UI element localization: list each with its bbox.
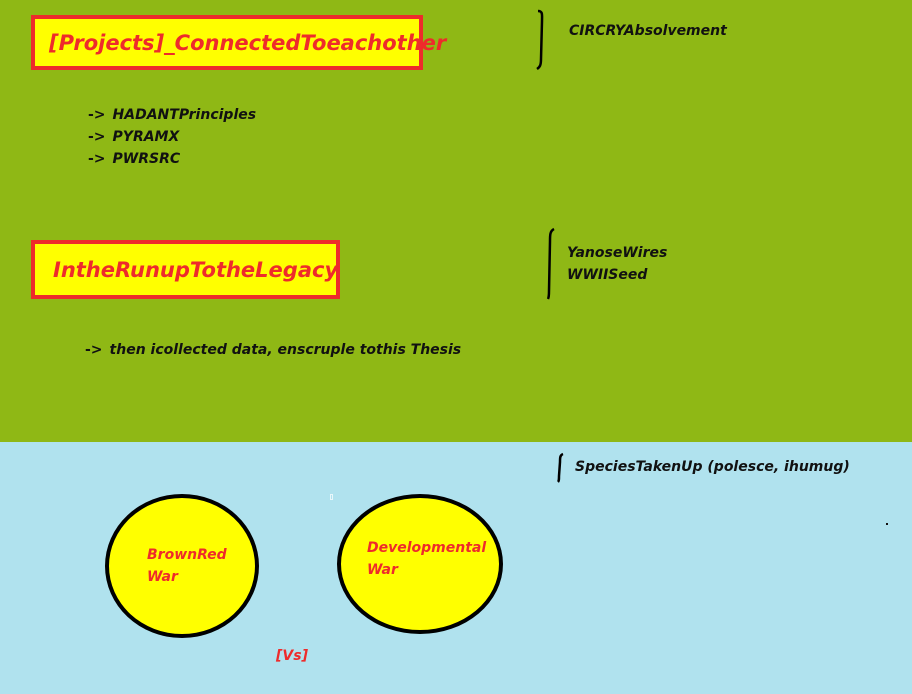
circle-label-line: War	[367, 562, 398, 578]
side-note-line: YanoseWires	[567, 245, 668, 261]
list-item-label: HADANTPrinciples	[112, 107, 257, 123]
bracket-icon	[557, 452, 564, 483]
list-item-label: PWRSRC	[112, 151, 181, 167]
projects-title-box: [Projects]_ConnectedToeachother	[31, 15, 446, 70]
arrow-marker: ->	[85, 342, 103, 358]
side-note-line: WWIISeed	[567, 267, 648, 283]
project-list: -> HADANTPrinciples -> PYRAMX -> PWRSRC	[88, 104, 256, 170]
brownred-war-circle	[105, 494, 259, 638]
thesis-note-text: then icollected data, enscruple tothis T…	[109, 342, 462, 358]
side-note-species: SpeciesTakenUp (polesce, ihumug)	[575, 459, 850, 475]
arrow-marker: ->	[88, 129, 106, 145]
circle-label-line: BrownRed	[147, 547, 227, 563]
legacy-title: IntheRunupTotheLegacy	[53, 257, 339, 282]
dot-mark	[886, 523, 888, 525]
developmental-war-circle	[337, 494, 503, 634]
arrow-marker: ->	[88, 151, 106, 167]
side-note-yanose: YanoseWires WWIISeed	[567, 242, 667, 286]
list-item: -> PYRAMX	[88, 126, 256, 148]
developmental-war-label: Developmental War	[367, 537, 486, 581]
bracket-icon	[536, 9, 544, 71]
projects-title: [Projects]_ConnectedToeachother	[49, 30, 447, 55]
thesis-note: -> then icollected data, enscruple tothis…	[85, 339, 461, 361]
top-panel	[0, 0, 912, 442]
legacy-title-box: IntheRunupTotheLegacy	[31, 240, 340, 299]
faint-mark	[330, 494, 333, 500]
list-item: -> HADANTPrinciples	[88, 104, 256, 126]
list-item: -> PWRSRC	[88, 148, 256, 170]
circle-label-line: War	[147, 569, 178, 585]
vs-label: [Vs]	[276, 648, 308, 664]
list-item-label: PYRAMX	[112, 129, 180, 145]
bracket-icon	[546, 227, 555, 300]
brownred-war-label: BrownRed War	[147, 544, 227, 588]
circle-label-line: Developmental	[367, 540, 487, 556]
side-note-circry: CIRCRYAbsolvement	[569, 23, 727, 39]
arrow-marker: ->	[88, 107, 106, 123]
